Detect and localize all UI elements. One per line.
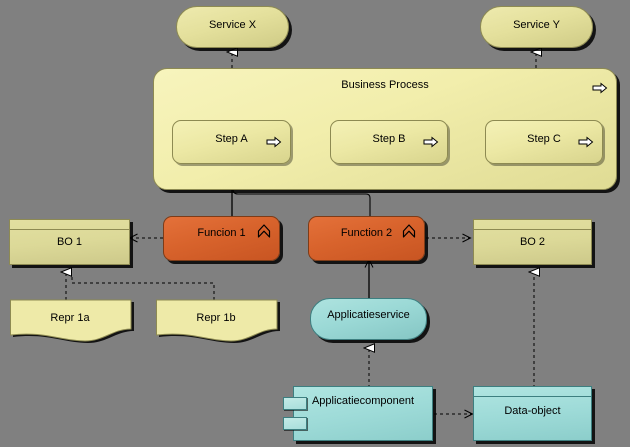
node-function-2[interactable]: Function 2	[308, 216, 425, 261]
node-applicatiecomponent[interactable]: Applicatiecomponent	[283, 386, 433, 441]
process-arrow-icon	[592, 81, 608, 95]
node-step-a[interactable]: Step A	[172, 120, 291, 164]
node-label: Funcion 1	[197, 227, 246, 239]
node-label: Repr 1b	[196, 312, 236, 324]
node-bo-1[interactable]: BO 1	[9, 219, 130, 265]
node-data-object[interactable]: Data-object	[473, 386, 592, 441]
object-header-divider	[10, 229, 129, 230]
node-label: Service Y	[513, 19, 560, 31]
node-label: Service X	[208, 19, 257, 31]
node-label: Data-object	[504, 405, 561, 417]
node-label: Step C	[527, 133, 561, 145]
node-label: BO 2	[519, 236, 546, 248]
node-funcion-1[interactable]: Funcion 1	[163, 216, 280, 261]
process-arrow-icon	[423, 135, 439, 149]
component-pin-icon	[283, 397, 307, 410]
component-pin-icon	[283, 417, 307, 430]
process-arrow-icon	[266, 135, 282, 149]
node-repr-1a[interactable]: Repr 1a	[9, 299, 137, 345]
object-header-divider	[474, 396, 591, 397]
function-chevron-icon	[401, 223, 417, 238]
edge-repr-1b-bo-1	[71, 276, 215, 300]
node-label: Step A	[215, 133, 248, 145]
node-label: BO 1	[56, 236, 83, 248]
node-applicatieservice[interactable]: Applicatieservice	[310, 298, 427, 340]
process-arrow-icon	[578, 135, 594, 149]
function-chevron-icon	[256, 223, 272, 238]
node-label: Applicatiecomponent	[311, 395, 415, 407]
node-label: Business Process	[341, 79, 429, 91]
node-repr-1b[interactable]: Repr 1b	[155, 299, 283, 345]
node-label: Applicatieservice	[327, 309, 410, 321]
node-label: Repr 1a	[50, 312, 90, 324]
node-service-x[interactable]: Service X	[176, 6, 289, 48]
node-label: Function 2	[340, 227, 393, 239]
node-label: Step B	[372, 133, 406, 145]
node-step-c[interactable]: Step C	[485, 120, 603, 164]
object-header-divider	[474, 229, 591, 230]
node-service-y[interactable]: Service Y	[480, 6, 593, 48]
node-step-b[interactable]: Step B	[330, 120, 448, 164]
node-bo-2[interactable]: BO 2	[473, 219, 592, 265]
